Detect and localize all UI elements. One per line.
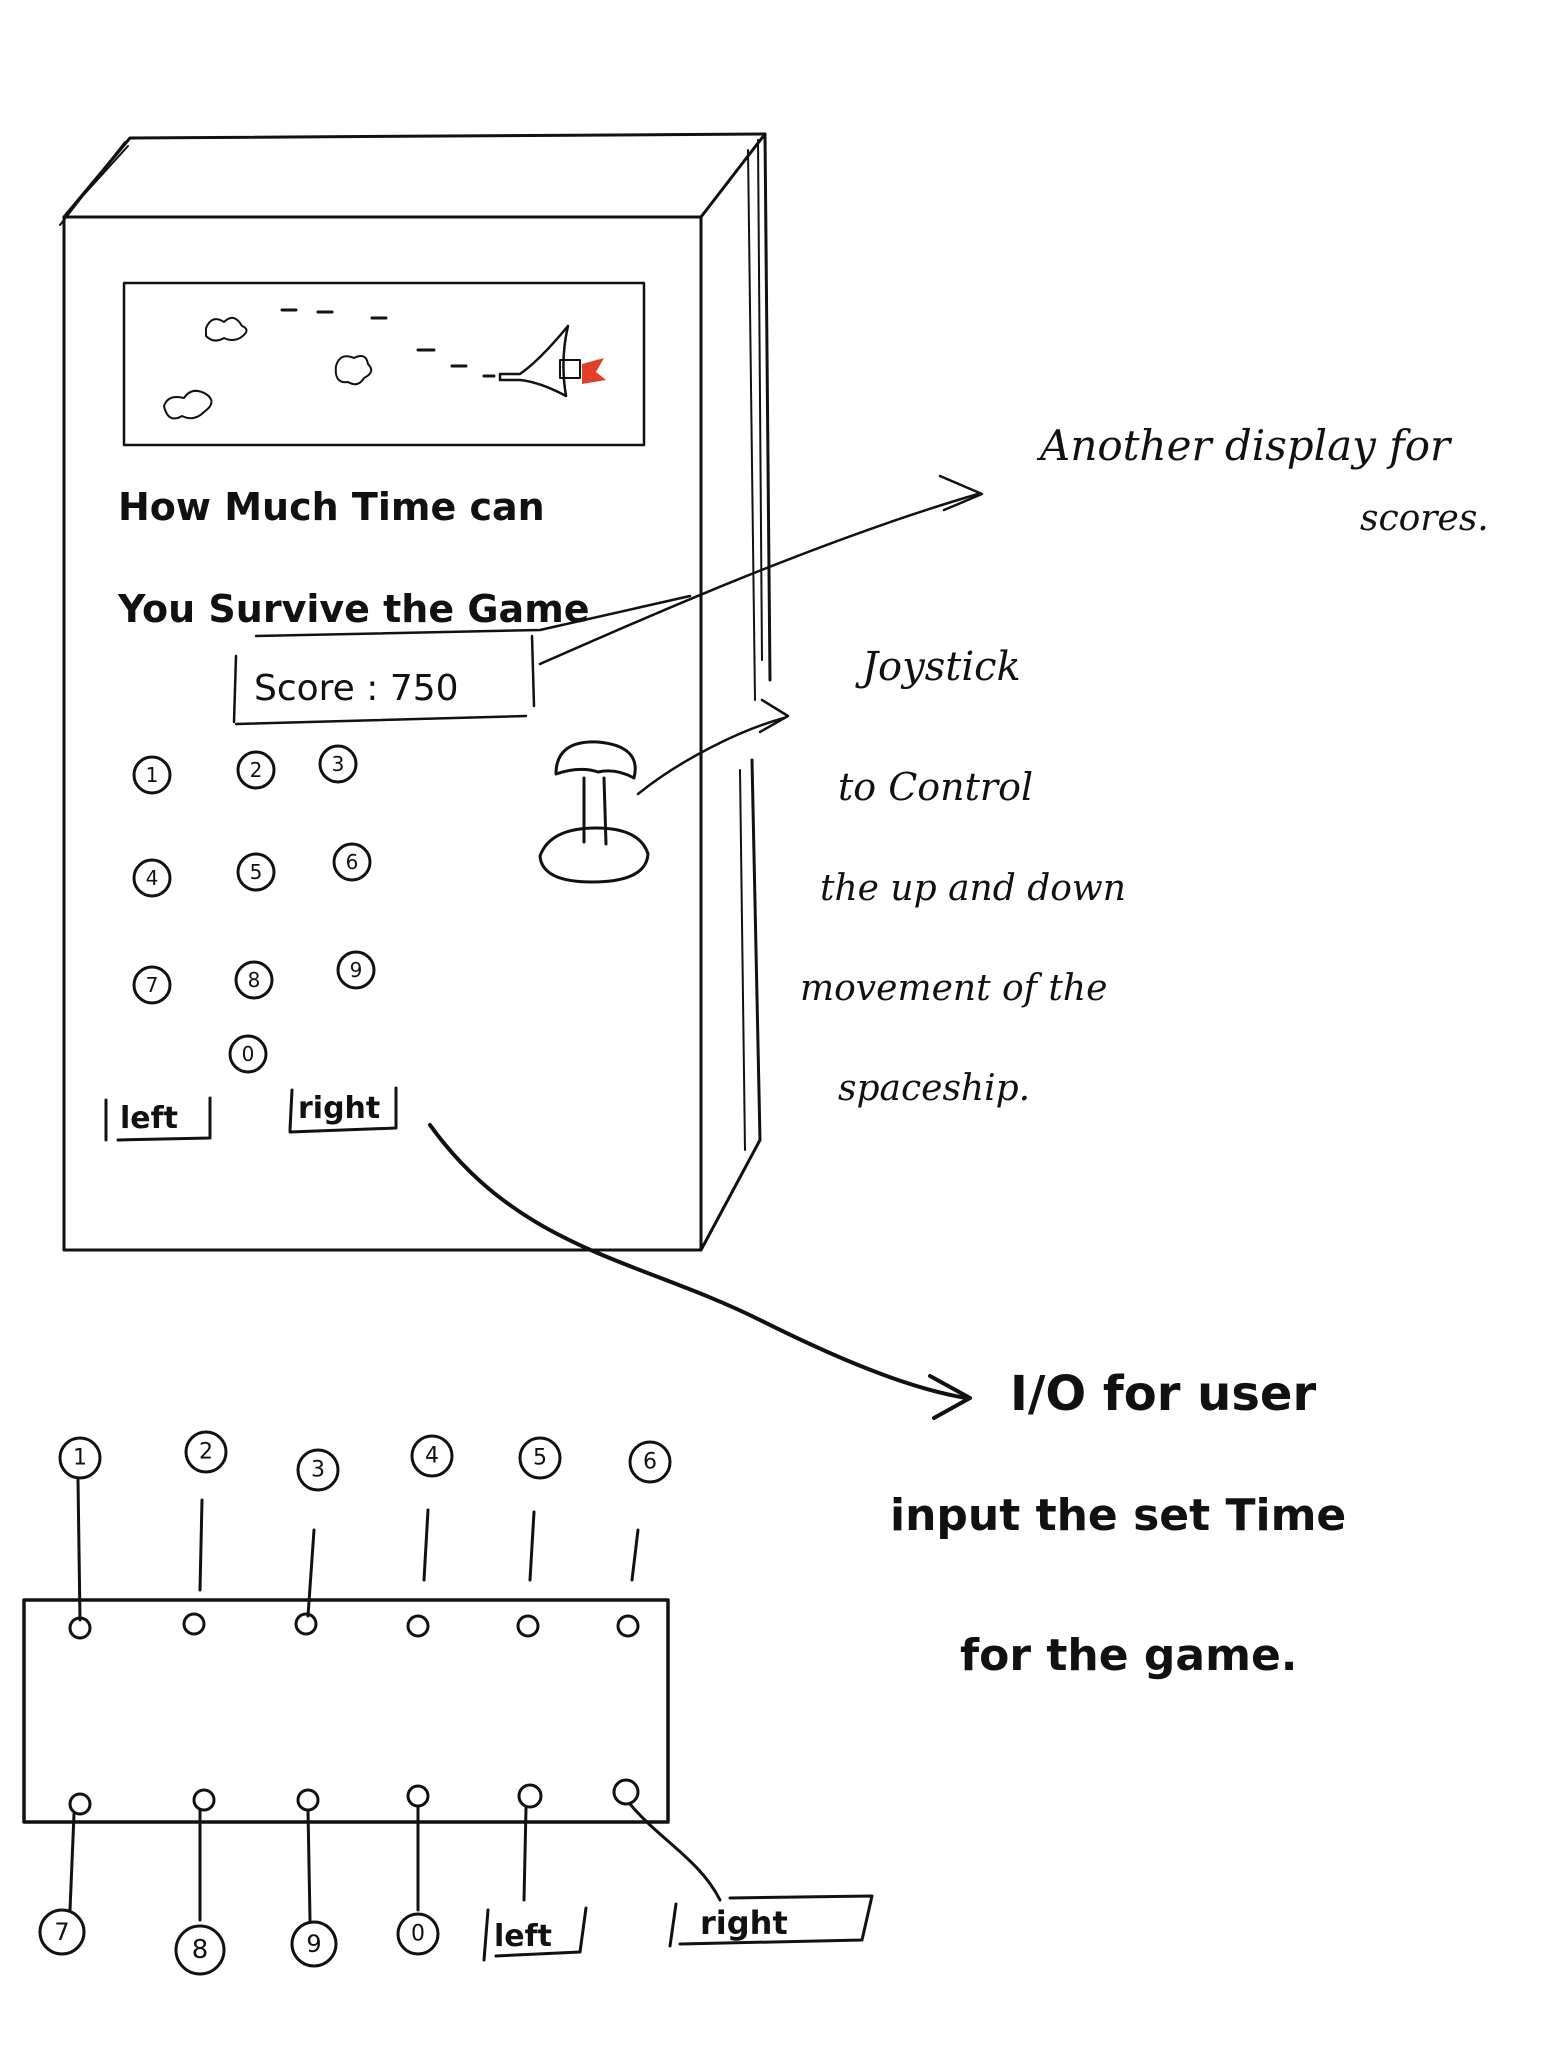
game-title-line1: How Much Time can (118, 485, 545, 529)
arcade-cabinet: How Much Time can You Survive the Game S… (59, 132, 772, 1252)
joystick-note-line4: movement of the (800, 968, 1107, 1009)
key-label: 8 (248, 968, 261, 992)
key-label: 0 (242, 1042, 255, 1066)
pin-label: 8 (192, 1935, 209, 1965)
io-note-line1: I/O for user (1010, 1366, 1316, 1422)
key-6[interactable]: 6 (332, 842, 372, 882)
key-label: 9 (350, 958, 363, 982)
left-button-label: left (120, 1101, 178, 1136)
bottom-pin-right: right (612, 1778, 874, 1948)
bottom-pin-0: 0 (396, 1784, 440, 1956)
pin-label: 7 (54, 1918, 69, 1946)
right-button[interactable]: right (288, 1086, 398, 1134)
pin-label: 3 (311, 1458, 325, 1483)
score-text: Score : 750 (254, 668, 459, 709)
right-button-label: right (298, 1091, 380, 1126)
score-arrow (538, 474, 984, 666)
asteroid-icon (163, 389, 213, 420)
cabinet-front (62, 215, 703, 1252)
rocket-icon (498, 324, 606, 398)
key-2[interactable]: 2 (236, 750, 276, 790)
joystick-annotation: Joystick to Control the up and down move… (800, 644, 1126, 1109)
cabinet-top (62, 132, 767, 219)
key-0[interactable]: 0 (228, 1034, 268, 1074)
joystick-note-line5: spaceship. (838, 1068, 1030, 1109)
key-label: 4 (146, 866, 159, 890)
joystick-note-line3: the up and down (820, 868, 1126, 909)
title-underline (254, 594, 692, 638)
top-pin-4: 4 (406, 1434, 454, 1638)
keypad: 1 2 3 4 5 6 7 8 9 0 (132, 744, 376, 1074)
key-label: 7 (146, 973, 159, 997)
key-label: 2 (250, 758, 263, 782)
asteroid-icon (205, 316, 248, 342)
pin-label: 4 (425, 1444, 439, 1469)
cabinet-side (699, 132, 772, 1252)
bottom-pin-8: 8 (174, 1788, 226, 1976)
game-title-line2: You Survive the Game (117, 587, 590, 631)
key-label: 1 (146, 763, 159, 787)
key-7[interactable]: 7 (132, 965, 172, 1005)
io-note-line2: input the set Time (890, 1490, 1346, 1541)
module-right-label: right (700, 1904, 788, 1942)
module-body (22, 1598, 670, 1824)
io-arrow (428, 1123, 972, 1420)
joystick-arrow (636, 698, 790, 796)
rocket-flame (582, 358, 606, 384)
key-label: 5 (250, 860, 263, 884)
bottom-pin-left: left (482, 1783, 588, 1962)
pin-label: 2 (199, 1440, 213, 1465)
score-annotation: Another display for scores. (1036, 421, 1489, 539)
top-pin-3: 3 (294, 1448, 340, 1636)
asteroid-icon (334, 355, 373, 386)
io-annotation: I/O for user input the set Time for the … (890, 1366, 1346, 1681)
joystick-note-line1: Joystick (855, 644, 1021, 690)
module-left-label: left (494, 1919, 552, 1954)
key-3[interactable]: 3 (318, 744, 358, 784)
pin-label: 5 (533, 1446, 547, 1471)
pin-label: 9 (306, 1930, 321, 1958)
bottom-pin-9: 9 (290, 1788, 338, 1968)
top-pin-6: 6 (616, 1440, 672, 1638)
cabinet-top-sketch (59, 141, 129, 226)
pin-label: 6 (643, 1450, 657, 1475)
key-8[interactable]: 8 (234, 960, 274, 1000)
left-button[interactable]: left (104, 1096, 212, 1142)
key-label: 6 (346, 850, 359, 874)
key-5[interactable]: 5 (236, 852, 276, 892)
io-note-line3: for the game. (960, 1630, 1298, 1681)
laser-dashes (280, 308, 496, 378)
score-note-line1: Another display for (1036, 421, 1453, 470)
top-pin-2: 2 (182, 1430, 228, 1636)
game-screen (122, 281, 646, 447)
score-note-line2: scores. (1360, 498, 1489, 539)
joystick-stem (582, 776, 608, 846)
pin-label: 0 (411, 1922, 425, 1947)
key-1[interactable]: 1 (132, 755, 172, 795)
top-pin-5: 5 (516, 1436, 562, 1638)
top-pin-1: 1 (58, 1436, 102, 1640)
io-module: 1 2 3 4 5 6 (22, 1430, 874, 1976)
key-label: 3 (332, 752, 345, 776)
key-4[interactable]: 4 (132, 858, 172, 898)
joystick[interactable] (538, 740, 650, 884)
key-9[interactable]: 9 (336, 950, 376, 990)
cabinet-side-sketch (739, 139, 763, 1151)
pin-label: 1 (73, 1446, 87, 1471)
joystick-note-line2: to Control (838, 765, 1033, 809)
joystick-knob (554, 740, 637, 780)
bottom-pin-7: 7 (38, 1792, 92, 1956)
joystick-base (538, 826, 650, 884)
score-display: Score : 750 (232, 634, 536, 726)
